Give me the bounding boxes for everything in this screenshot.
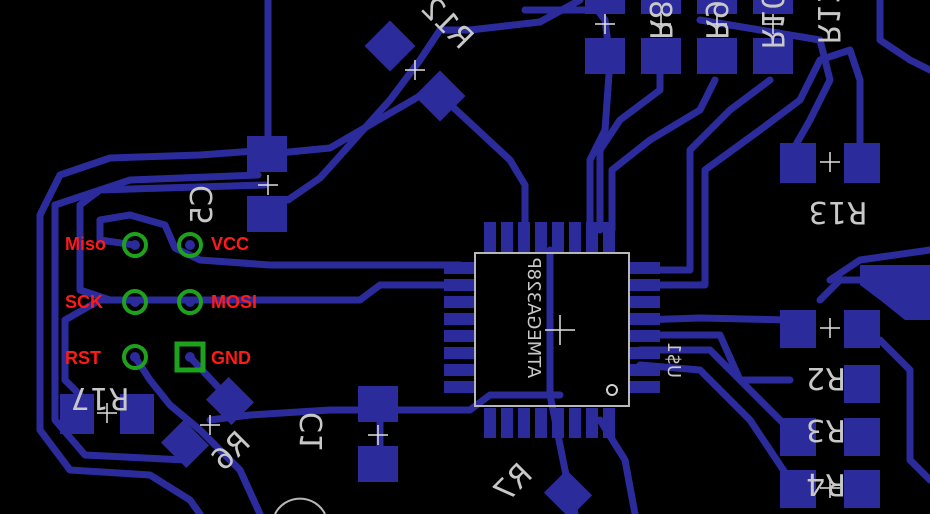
mounting-hole-outline [274,497,326,514]
label-chip-part: ATMEGA328P [523,258,544,378]
pad-rst [122,344,148,370]
chip-pins-bottom [484,408,615,438]
pad-miso [122,232,148,258]
origin-markers [97,14,840,498]
label-r13: R13 [808,194,867,229]
pad-sck [122,289,148,315]
copper-pads [60,0,930,514]
label-miso: Miso [65,234,106,254]
copper-traces [36,0,930,514]
label-r10: R10 [754,0,789,50]
label-c5: C5 [185,185,220,225]
label-r11: R11 [810,0,845,45]
label-mosi: MOSI [211,292,257,312]
label-r12: R12 [413,0,479,57]
chip-pin1-marker [606,384,618,396]
label-chip-designator: U$1 [663,342,684,378]
label-r7: R7 [487,457,540,510]
label-r6: R6 [205,425,258,478]
isp-header [122,232,206,373]
pad-vcc [177,232,203,258]
isp-pin-labels: Miso VCC SCK MOSI RST GND [65,234,257,368]
label-c1: C1 [295,412,330,452]
label-r4: R4 [806,466,846,501]
label-r9: R9 [698,0,733,40]
label-r3: R3 [806,412,846,447]
label-r17: R17 [70,380,129,415]
chip-pins-left [444,262,474,393]
pad-gnd [174,341,206,373]
label-rst: RST [65,348,101,368]
chip-pins-top [484,222,615,252]
chip-outline [474,252,630,407]
label-gnd: GND [211,348,251,368]
label-vcc: VCC [211,234,249,254]
label-r2: R2 [806,360,846,395]
pad-mosi [177,289,203,315]
label-sck: SCK [65,292,103,312]
label-r8: R8 [642,0,677,40]
chip-pins-right [630,262,660,393]
